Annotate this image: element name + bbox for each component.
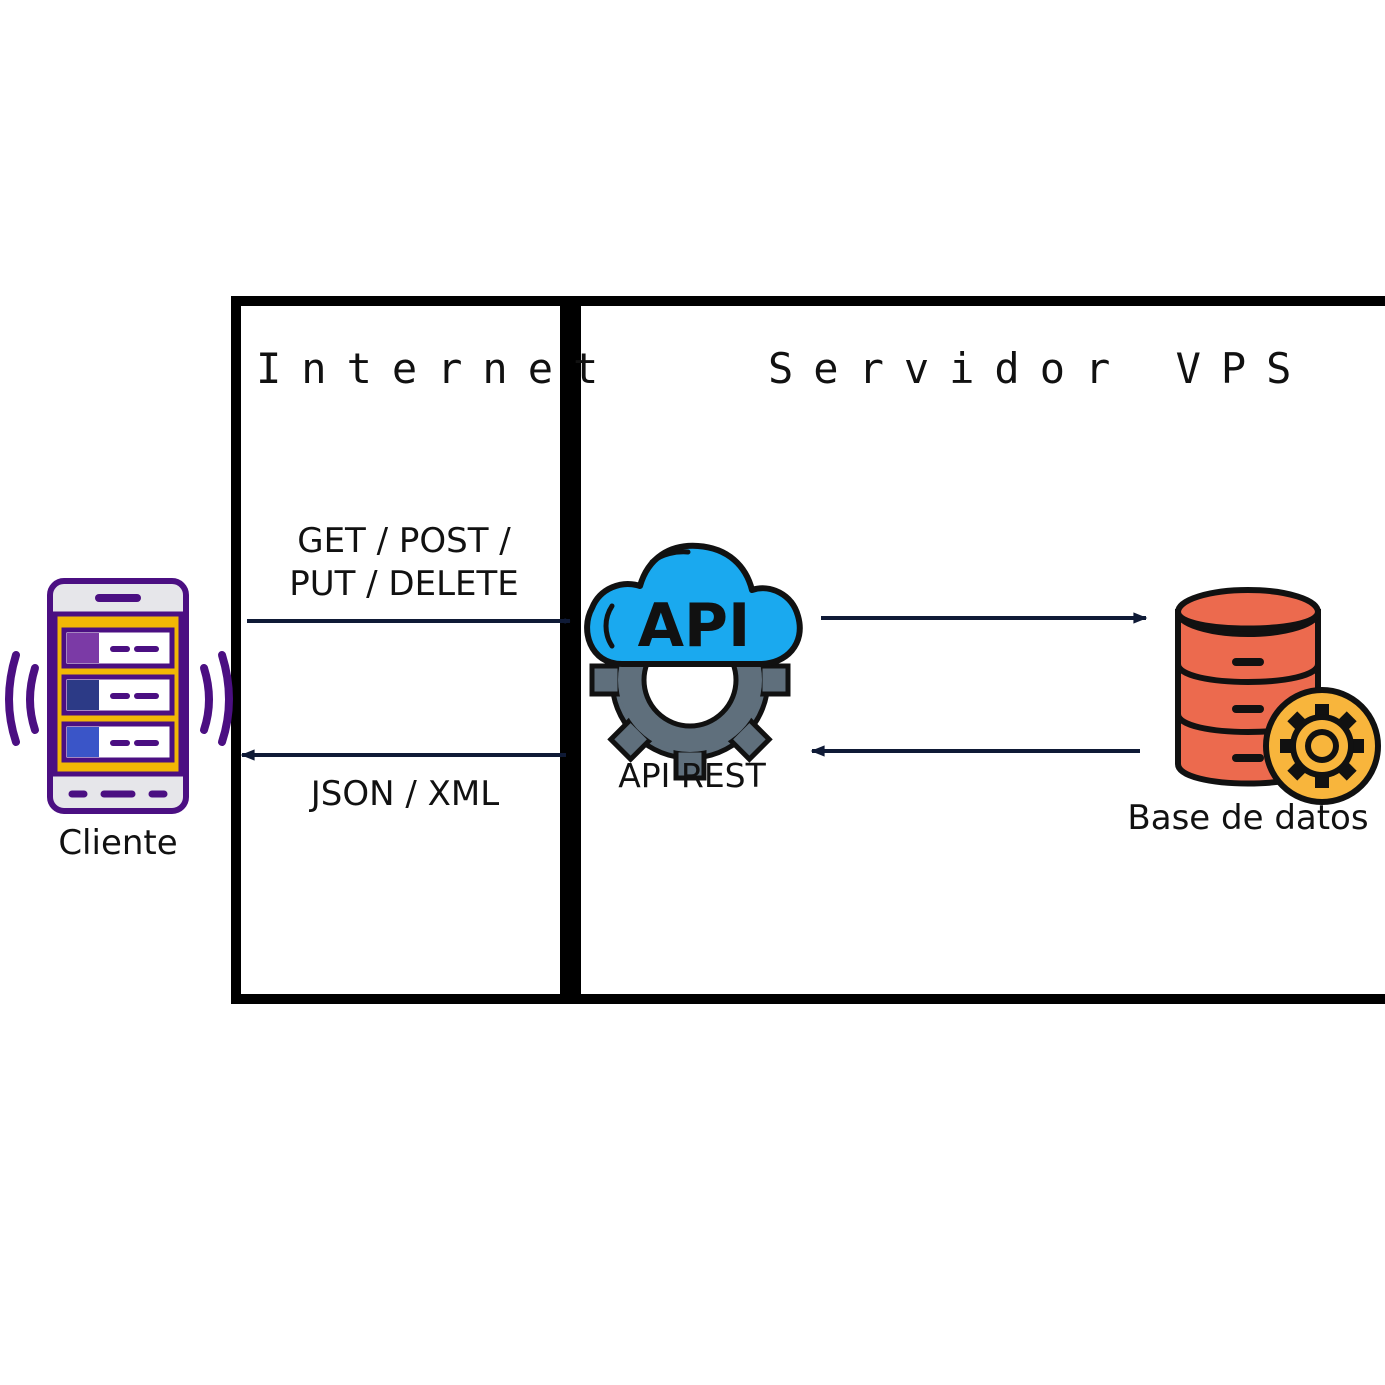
api-icon-text: API — [638, 591, 751, 661]
request-methods-line1: GET / POST / — [297, 521, 511, 561]
api-rest-label: API REST — [618, 756, 766, 795]
zone-divider — [561, 296, 581, 1004]
request-methods-label: GET / POST / PUT / DELETE — [250, 520, 558, 606]
request-methods-line2: PUT / DELETE — [289, 564, 519, 604]
server-zone-box — [566, 296, 1385, 1004]
server-zone-label: Servidor VPS — [768, 344, 1312, 393]
internet-zone-label: Internet — [256, 344, 619, 393]
database-label: Base de datos — [1127, 798, 1369, 838]
client-label: Cliente — [58, 823, 178, 863]
cloud-gear-api-icon — [584, 542, 803, 781]
smartphone-vibrating-icon — [5, 578, 233, 814]
database-gear-icon — [1175, 587, 1381, 805]
response-format-label: JSON / XML — [310, 774, 500, 814]
internet-zone-box — [231, 296, 570, 1004]
